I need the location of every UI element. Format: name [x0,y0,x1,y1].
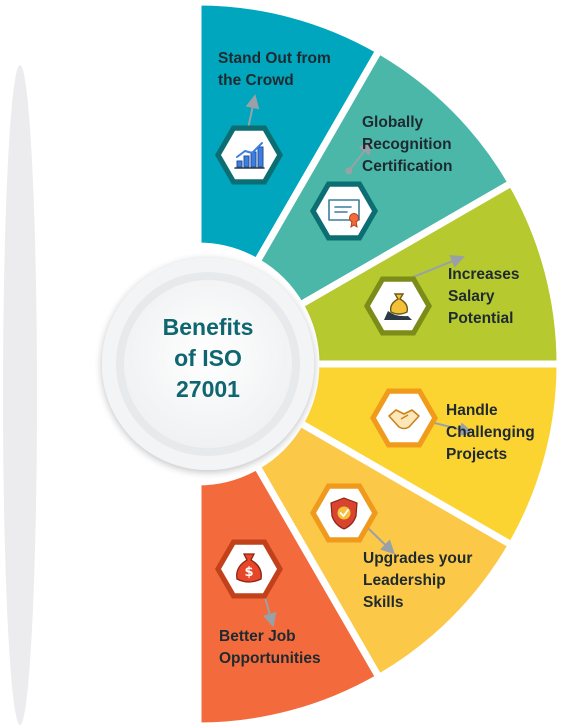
dollar-bag-icon: $ [215,539,283,599]
segment-2 [296,179,564,368]
segment-0 [194,0,383,266]
icon-badges: $ [215,125,438,599]
handshake-icon [370,388,438,448]
shield-check-icon [310,483,378,543]
segment-label-leadership: Upgrades your Leadership Skills [363,550,473,611]
benefit-segments [194,0,564,726]
decorative-side-oval [3,65,37,725]
bar-chart-icon [215,125,283,185]
segment-3 [296,360,564,549]
segment-label-salary: Increases Salary Potential [448,266,520,327]
certificate-icon [310,181,378,241]
center-hub [102,258,314,470]
segment-label-stand-out: Stand Out from the Crowd [218,50,331,89]
segment-label-challenging-projects: Handle Challenging Projects [446,402,535,463]
segment-1 [253,46,516,309]
money-bag-hand-icon [364,276,432,336]
segment-label-job-opportunities: Better Job Opportunities [219,628,321,667]
connector-arrow [363,523,395,555]
connector-arrow [348,140,373,172]
center-title: Benefits of ISO 27001 [162,314,254,402]
segment-label-global-recognition: Globally Recognition Certification [362,114,453,175]
svg-text:$: $ [244,565,253,580]
